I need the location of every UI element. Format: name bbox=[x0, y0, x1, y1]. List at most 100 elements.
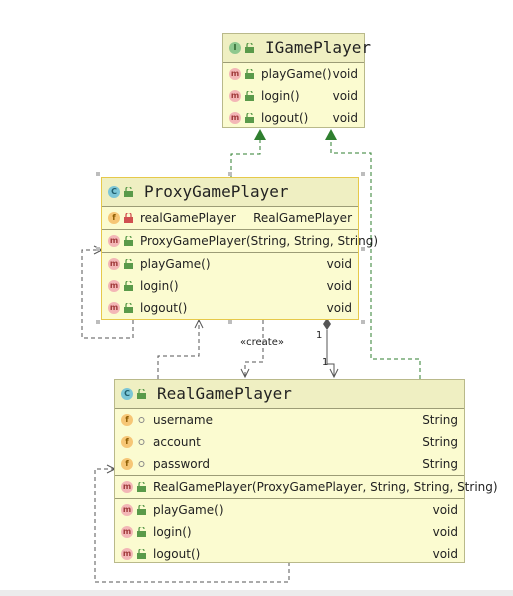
proxy-implements-edge bbox=[230, 139, 261, 177]
public-lock-icon bbox=[245, 91, 254, 101]
public-lock-icon bbox=[124, 259, 133, 269]
method-row[interactable]: m logout() void bbox=[115, 543, 464, 565]
method-row[interactable]: m login() void bbox=[223, 85, 364, 107]
resize-handle[interactable] bbox=[361, 247, 365, 251]
field-icon: f bbox=[121, 458, 133, 470]
method-type: void bbox=[432, 503, 458, 517]
public-lock-icon bbox=[137, 482, 146, 492]
package-private-icon bbox=[138, 461, 145, 467]
public-lock-icon bbox=[245, 69, 254, 79]
igameplayer-header[interactable]: I IGamePlayer bbox=[223, 34, 371, 63]
method-name: playGame() bbox=[153, 503, 224, 517]
proxy-constructors: m ProxyGamePlayer(String, String, String) bbox=[102, 230, 378, 253]
proxygameplayer-header[interactable]: C ProxyGamePlayer bbox=[102, 178, 358, 207]
public-lock-icon bbox=[124, 187, 133, 197]
field-name: username bbox=[153, 413, 213, 427]
method-icon: m bbox=[108, 235, 120, 247]
package-private-icon bbox=[138, 417, 145, 423]
bottom-scroll-strip bbox=[0, 590, 513, 596]
field-row[interactable]: f account String bbox=[115, 431, 464, 453]
public-lock-icon bbox=[245, 113, 254, 123]
class-title: RealGamePlayer bbox=[157, 384, 292, 403]
public-lock-icon bbox=[245, 43, 254, 53]
constructor-name: ProxyGamePlayer(String, String, String) bbox=[140, 234, 378, 248]
class-title: IGamePlayer bbox=[265, 38, 371, 57]
real-implements-edge bbox=[330, 139, 421, 379]
method-name: logout() bbox=[140, 301, 188, 315]
public-lock-icon bbox=[124, 281, 133, 291]
method-icon: m bbox=[108, 280, 120, 292]
package-private-icon bbox=[138, 439, 145, 445]
field-type: String bbox=[422, 413, 458, 427]
class-icon: C bbox=[121, 388, 133, 400]
public-lock-icon bbox=[137, 505, 146, 515]
constructor-row[interactable]: m ProxyGamePlayer(String, String, String) bbox=[102, 230, 378, 252]
real-implements-arrowhead bbox=[325, 129, 337, 140]
method-icon: m bbox=[229, 112, 241, 124]
resize-handle[interactable] bbox=[228, 172, 232, 176]
resize-handle[interactable] bbox=[361, 320, 365, 324]
field-icon: f bbox=[121, 436, 133, 448]
composition-arrowhead bbox=[329, 368, 339, 379]
resize-handle[interactable] bbox=[96, 172, 100, 176]
method-icon: m bbox=[229, 90, 241, 102]
method-icon: m bbox=[121, 548, 133, 560]
field-name: password bbox=[153, 457, 210, 471]
real-self-loop-edge bbox=[94, 468, 290, 583]
create-stereotype-label: «create» bbox=[240, 337, 284, 348]
real-constructors: m RealGamePlayer(ProxyGamePlayer, String,… bbox=[115, 476, 498, 499]
method-type: void bbox=[332, 89, 358, 103]
field-name: account bbox=[153, 435, 201, 449]
public-lock-icon bbox=[124, 303, 133, 313]
resize-handle[interactable] bbox=[228, 320, 232, 324]
method-row[interactable]: m playGame() void bbox=[115, 499, 464, 521]
real-to-proxy-arrowhead bbox=[194, 318, 204, 329]
method-type: void bbox=[332, 111, 358, 125]
method-icon: m bbox=[121, 504, 133, 516]
composition-edge bbox=[326, 330, 335, 377]
method-type: void bbox=[326, 257, 352, 271]
constructor-row[interactable]: m RealGamePlayer(ProxyGamePlayer, String,… bbox=[115, 476, 498, 498]
field-type: String bbox=[422, 435, 458, 449]
create-dependency-edge bbox=[244, 320, 264, 377]
method-icon: m bbox=[229, 68, 241, 80]
method-name: playGame() bbox=[261, 67, 332, 81]
method-icon: m bbox=[108, 302, 120, 314]
proxy-self-loop-edge bbox=[81, 249, 134, 339]
resize-handle[interactable] bbox=[96, 320, 100, 324]
method-type: void bbox=[432, 547, 458, 561]
method-row[interactable]: m logout() void bbox=[102, 297, 358, 319]
composition-target-multiplicity: 1 bbox=[322, 357, 329, 368]
private-lock-icon bbox=[124, 213, 133, 223]
method-name: logout() bbox=[153, 547, 201, 561]
method-name: login() bbox=[261, 89, 300, 103]
method-icon: m bbox=[121, 481, 133, 493]
constructor-name: RealGamePlayer(ProxyGamePlayer, String, … bbox=[153, 480, 498, 494]
public-lock-icon bbox=[137, 527, 146, 537]
method-type: void bbox=[326, 301, 352, 315]
interface-icon: I bbox=[229, 42, 241, 54]
field-type: RealGamePlayer bbox=[253, 211, 352, 225]
resize-handle[interactable] bbox=[96, 247, 100, 251]
proxy-implements-arrowhead bbox=[254, 129, 266, 140]
resize-handle[interactable] bbox=[361, 172, 365, 176]
public-lock-icon bbox=[137, 549, 146, 559]
method-name: login() bbox=[140, 279, 179, 293]
realgameplayer-header[interactable]: C RealGamePlayer bbox=[115, 380, 464, 409]
